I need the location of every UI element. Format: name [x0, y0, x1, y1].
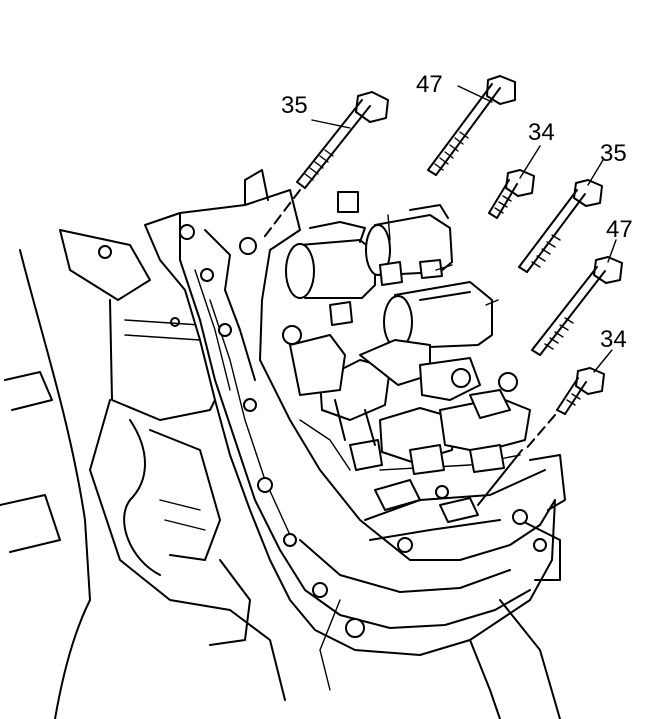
bolt-35-right: [518, 179, 603, 273]
housing-holes: [179, 224, 547, 638]
alignment-lines: [261, 189, 556, 506]
bolt-icon: [427, 75, 516, 176]
bolt-47-right: [531, 256, 623, 356]
callout-35-right: 35: [600, 140, 627, 167]
callout-35-upper-left: 35: [281, 92, 308, 119]
transmission-case: [0, 229, 286, 719]
bolt-icon: [488, 169, 535, 219]
callout-34-lower: 34: [600, 326, 627, 353]
callout-34-upper: 34: [528, 119, 555, 146]
bolt-icon: [518, 179, 603, 273]
callout-47-upper: 47: [416, 71, 443, 98]
bolt-icon: [531, 256, 623, 356]
bolt-47-left: [427, 75, 516, 176]
callout-leaders: [311, 85, 617, 373]
bolt-35-left: [296, 91, 389, 189]
bolt-34-top: [488, 169, 535, 219]
solenoid-assembly: [285, 191, 531, 523]
bolt-icon: [556, 367, 605, 415]
callout-47-right: 47: [606, 216, 633, 243]
bolt-34-bottom: [556, 367, 605, 415]
bolt-icon: [296, 91, 389, 189]
valve-body-housing: [144, 169, 566, 719]
